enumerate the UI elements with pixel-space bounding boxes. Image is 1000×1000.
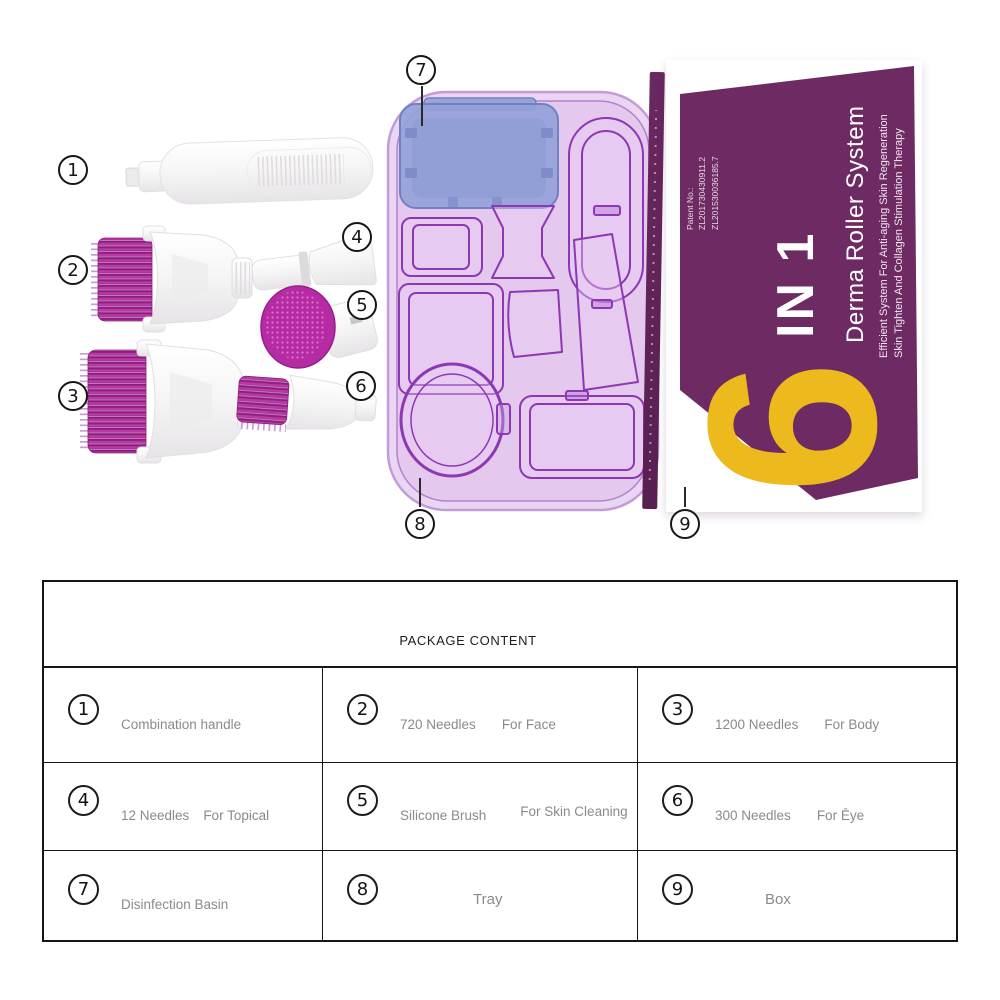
face-roller-720-photo — [91, 225, 253, 333]
cell-4-number: 4 — [68, 785, 99, 816]
callout-3: 3 — [58, 381, 88, 411]
cell-2-name: 720 Needles — [400, 716, 476, 732]
tray-photo — [386, 90, 660, 512]
callout-9: 9 — [670, 509, 700, 539]
cell-6-number: 6 — [662, 785, 693, 816]
product-showcase: 6 IN 1 Derma Roller System Efficient Sys… — [58, 55, 926, 539]
cell-7-name: Disinfection Basin — [121, 897, 229, 912]
product-collage — [80, 90, 660, 512]
box-patent-block: Patent No.: ZL201730430911.2 ZL201530036… — [684, 156, 721, 230]
cell-5-use: For Skin Cleaning — [520, 804, 628, 819]
cell-8-number: 8 — [347, 874, 378, 905]
table-cell-2: 2 720 Needles For Face — [322, 668, 637, 762]
table-cell-5: 5 Silicone Brush For Skin Cleaning — [322, 762, 637, 850]
table-cell-3: 3 1200 Needles For Body — [637, 668, 956, 762]
callout-4: 4 — [342, 222, 372, 252]
cell-4-use: For Topical — [203, 808, 270, 823]
cell-5-name: Silicone Brush — [400, 808, 487, 823]
callout-9-leader-line — [684, 487, 686, 507]
box-face: 6 IN 1 Derma Roller System Efficient Sys… — [658, 60, 926, 512]
callout-2: 2 — [58, 255, 88, 285]
cell-1-name: Combination handle — [121, 716, 242, 732]
table-cell-1: 1 Combination handle — [44, 668, 322, 762]
table-cell-8: 8 Tray — [322, 850, 637, 940]
box-tagline-line2: Skin Tighten And Collagen Stimulation Th… — [892, 128, 905, 358]
cell-6-name: 300 Needles — [715, 808, 791, 823]
cell-4-name: 12 Needles — [121, 808, 190, 823]
table-cell-6: 6 300 Needles For Ēye — [637, 762, 956, 850]
cell-3-name: 1200 Needles — [715, 716, 799, 732]
callout-1: 1 — [58, 155, 88, 185]
cell-2-number: 2 — [347, 693, 378, 725]
eye-roller-300-photo — [236, 374, 377, 433]
box-printed-artwork: 6 IN 1 Derma Roller System Efficient Sys… — [658, 78, 926, 508]
box-in1-label: IN 1 — [767, 230, 825, 338]
disinfection-basin-photo — [399, 97, 559, 209]
table-cell-9: 9 Box — [637, 850, 956, 940]
cell-7-number: 7 — [68, 874, 99, 905]
box-patent-number-1: ZL201730430911.2 — [697, 156, 708, 230]
callout-8-leader-line — [419, 478, 421, 507]
cell-8-name: Tray — [473, 891, 503, 908]
box-tagline-line1: Efficient System For Anti-aging Skin Reg… — [878, 114, 890, 358]
box-product-title: Derma Roller System — [842, 105, 869, 343]
box-big-number: 6 — [658, 366, 926, 494]
callout-7-leader-line — [421, 86, 423, 126]
box-tagline: Efficient System For Anti-aging Skin Reg… — [877, 114, 907, 358]
cell-6-use: For Ēye — [816, 808, 865, 823]
retail-box-photo: 6 IN 1 Derma Roller System Efficient Sys… — [642, 56, 926, 522]
cell-9-name: Box — [765, 891, 791, 908]
callout-5: 5 — [347, 290, 377, 320]
callout-6: 6 — [346, 371, 376, 401]
cell-5-number: 5 — [347, 785, 378, 816]
box-patent-label: Patent No.: — [685, 187, 695, 230]
cell-3-use: For Body — [824, 716, 880, 732]
table-title: PACKAGE CONTENT — [44, 582, 956, 668]
combination-handle-photo — [125, 137, 374, 205]
box-spine-fine-print — [648, 110, 658, 480]
callout-7: 7 — [406, 55, 436, 85]
cell-1-number: 1 — [68, 693, 99, 725]
cell-3-number: 3 — [662, 693, 693, 725]
body-roller-1200-photo — [80, 339, 261, 464]
table-cell-4: 4 12 Needles For Topical — [44, 762, 322, 850]
tray-compartments — [398, 117, 645, 479]
cell-2-use: For Face — [501, 716, 556, 732]
table-cell-7: 7 Disinfection Basin — [44, 850, 322, 940]
box-patent-number-2: ZL201530036185.7 — [709, 156, 720, 230]
package-content-table: PACKAGE CONTENT 1 Combination handle 2 7… — [42, 580, 958, 942]
cell-9-number: 9 — [662, 874, 693, 905]
callout-8: 8 — [405, 509, 435, 539]
